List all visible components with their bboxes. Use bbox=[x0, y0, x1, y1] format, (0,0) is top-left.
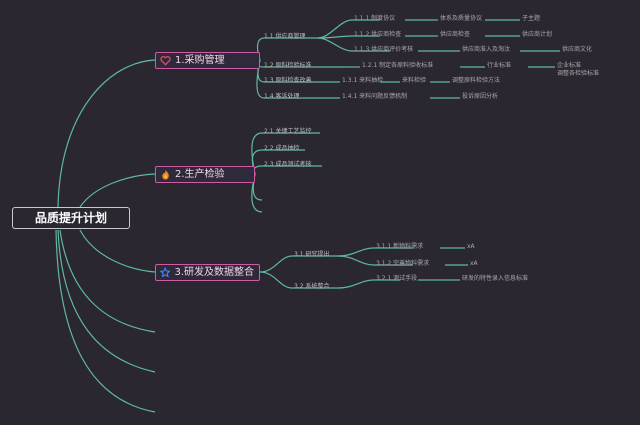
branch-node-rnd[interactable]: 3.研发及数据整合 bbox=[155, 264, 260, 281]
topic-3-1-1[interactable]: 3.1.1 新物料需求 bbox=[376, 243, 424, 250]
topic-2-2[interactable]: 2.2 成品抽检 bbox=[264, 145, 300, 152]
topic-3-1-2[interactable]: 3.1.2 完善物料需求 bbox=[376, 260, 430, 267]
link-root-empty3 bbox=[55, 229, 156, 413]
topic-1-2-1-a[interactable]: 行业标准 bbox=[487, 62, 512, 69]
topic-3-1[interactable]: 3.1 研究提出 bbox=[294, 251, 330, 258]
topic-2-3[interactable]: 2.3 成品测试考核 bbox=[264, 161, 312, 168]
topic-1-1-1-b[interactable]: 子主题 bbox=[522, 15, 541, 22]
topic-extra[interactable]: 调整各检验标准 bbox=[557, 70, 600, 77]
topic-3-2-1-a[interactable]: 研发的特性录入信息标准 bbox=[462, 275, 529, 282]
topic-1-1[interactable]: 1.1 供应商管理 bbox=[264, 33, 306, 40]
topic-1-1-2[interactable]: 1.1.2 供应商检查 bbox=[354, 31, 402, 38]
link-root-branch3 bbox=[79, 229, 156, 273]
topic-3-1-1-a[interactable]: xA bbox=[467, 243, 475, 250]
topic-1-1-3[interactable]: 1.1.3 供应商评价考核 bbox=[354, 46, 414, 53]
topic-3-2[interactable]: 3.2 系统整合 bbox=[294, 283, 330, 290]
fire-icon bbox=[162, 169, 169, 180]
branch-label: 3.研发及数据整合 bbox=[174, 266, 254, 278]
topic-1-1-1[interactable]: 1.1.1 制度协议 bbox=[354, 15, 396, 22]
link-root-empty1 bbox=[59, 229, 156, 333]
topic-1-1-2-b[interactable]: 供应商计划 bbox=[522, 31, 553, 38]
topic-1-1-3-b[interactable]: 供应商文化 bbox=[562, 46, 593, 53]
branch-node-production[interactable]: 2.生产检验 bbox=[155, 166, 255, 183]
star-icon bbox=[160, 267, 171, 278]
topic-1-1-1-a[interactable]: 体系及质量协议 bbox=[440, 15, 483, 22]
root-node[interactable]: 品质提升计划 bbox=[12, 207, 130, 229]
topic-1-3[interactable]: 1.3 原料检查改善 bbox=[264, 77, 312, 84]
topic-1-4-1-a[interactable]: 投诉原因分析 bbox=[462, 93, 499, 100]
topic-2-1[interactable]: 2.1 关键工艺监控 bbox=[264, 128, 312, 135]
topic-1-3-1[interactable]: 1.3.1 来料抽检 bbox=[342, 77, 384, 84]
topic-1-4-1[interactable]: 1.4.1 来料问题反馈机制 bbox=[342, 93, 408, 100]
link-root-branch2 bbox=[79, 173, 156, 208]
branch-label: 1.采购管理 bbox=[175, 54, 225, 66]
heart-icon bbox=[160, 56, 171, 66]
topic-1-2-1[interactable]: 1.2.1 制定各原料验收标准 bbox=[362, 62, 434, 69]
link-root-empty2 bbox=[57, 229, 156, 373]
topic-1-3-1-a[interactable]: 来料检验 bbox=[402, 77, 427, 84]
topic-3-1-2-a[interactable]: xA bbox=[470, 260, 478, 267]
branch-node-procurement[interactable]: 1.采购管理 bbox=[155, 52, 260, 69]
topic-1-4[interactable]: 1.4 客诉处理 bbox=[264, 93, 300, 100]
topic-1-2-1-b[interactable]: 企业标准 bbox=[557, 62, 582, 69]
link-root-branch1 bbox=[57, 59, 156, 208]
branch-label: 2.生产检验 bbox=[175, 168, 225, 180]
topic-1-1-2-a[interactable]: 供应商检查 bbox=[440, 31, 471, 38]
topic-1-2[interactable]: 1.2 原料检验标准 bbox=[264, 62, 312, 69]
topic-1-3-1-b[interactable]: 调整原料检验方法 bbox=[452, 77, 501, 84]
topic-3-2-1[interactable]: 3.2.1 测试手段 bbox=[376, 275, 418, 282]
topic-1-1-3-a[interactable]: 供应商准入及淘汰 bbox=[462, 46, 511, 53]
